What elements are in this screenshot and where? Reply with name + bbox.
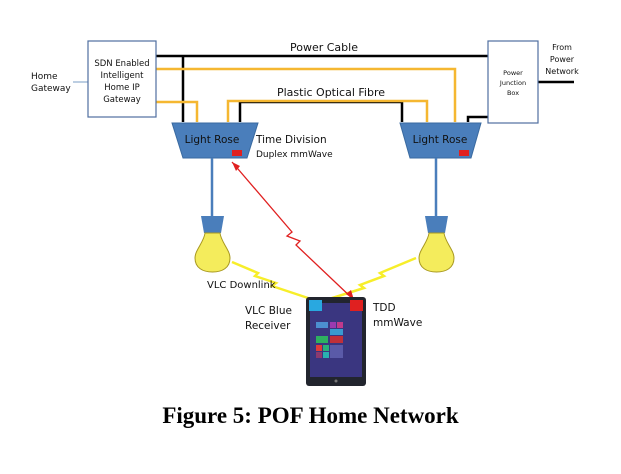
light-rose-left-label: Light Rose [185, 134, 240, 146]
fibre-label: Plastic Optical Fibre [277, 86, 385, 99]
from-power-label-2: Power [550, 55, 575, 64]
mmwave-antenna-left [232, 150, 242, 156]
mmwave-antenna-right [459, 150, 469, 156]
home-gateway-label: Home [31, 72, 58, 82]
light-rose-right-label: Light Rose [413, 134, 468, 146]
pjb-label-3: Box [507, 89, 519, 97]
vlc-beam-right [325, 256, 417, 302]
vlc-blue-receiver-label-2: Receiver [245, 320, 291, 332]
vlc-beam-left [231, 260, 315, 302]
mmwave-transceiver-indicator [350, 300, 363, 311]
tdd-mmwave-device-label-1: TDD [372, 302, 396, 314]
vlc-receiver-indicator [309, 300, 322, 311]
tdd-mmwave-label-1: Time Division [255, 134, 327, 146]
bulb-socket-left [201, 216, 224, 233]
bulb-right [418, 232, 455, 273]
from-power-label-1: From [552, 43, 572, 52]
bulb-left [194, 232, 231, 273]
pjb-label-2: Junction [499, 79, 526, 87]
bulb-socket-right [425, 216, 448, 233]
light-rose-right [399, 122, 482, 159]
sdn-gateway-label-3: Home IP [104, 83, 139, 93]
home-gateway-label-2: Gateway [31, 84, 71, 94]
tdd-mmwave-device-label-2: mmWave [373, 317, 422, 329]
sdn-gateway-label-1: SDN Enabled [94, 59, 149, 69]
from-power-label-3: Network [545, 67, 579, 76]
power-cable-label: Power Cable [290, 41, 358, 54]
pof-network-diagram: Home Gateway SDN Enabled Intelligent Hom… [31, 40, 579, 386]
power-junction-box [487, 40, 539, 124]
mmwave-arrow-top [232, 162, 240, 171]
tdd-mmwave-label-2: Duplex mmWave [256, 150, 333, 160]
mmwave-link [231, 161, 355, 301]
light-rose-left [171, 122, 259, 159]
figure-caption: Figure 5: POF Home Network [162, 403, 459, 428]
vlc-downlink-label: VLC Downlink [207, 280, 276, 291]
tablet-device [306, 297, 366, 386]
sdn-gateway-label-2: Intelligent [101, 71, 145, 81]
sdn-gateway-box [87, 40, 157, 118]
sdn-gateway-label-4: Gateway [103, 95, 141, 105]
vlc-blue-receiver-label-1: VLC Blue [245, 305, 292, 317]
pjb-label-1: Power [503, 69, 523, 77]
plastic-optical-fibre [156, 67, 457, 122]
